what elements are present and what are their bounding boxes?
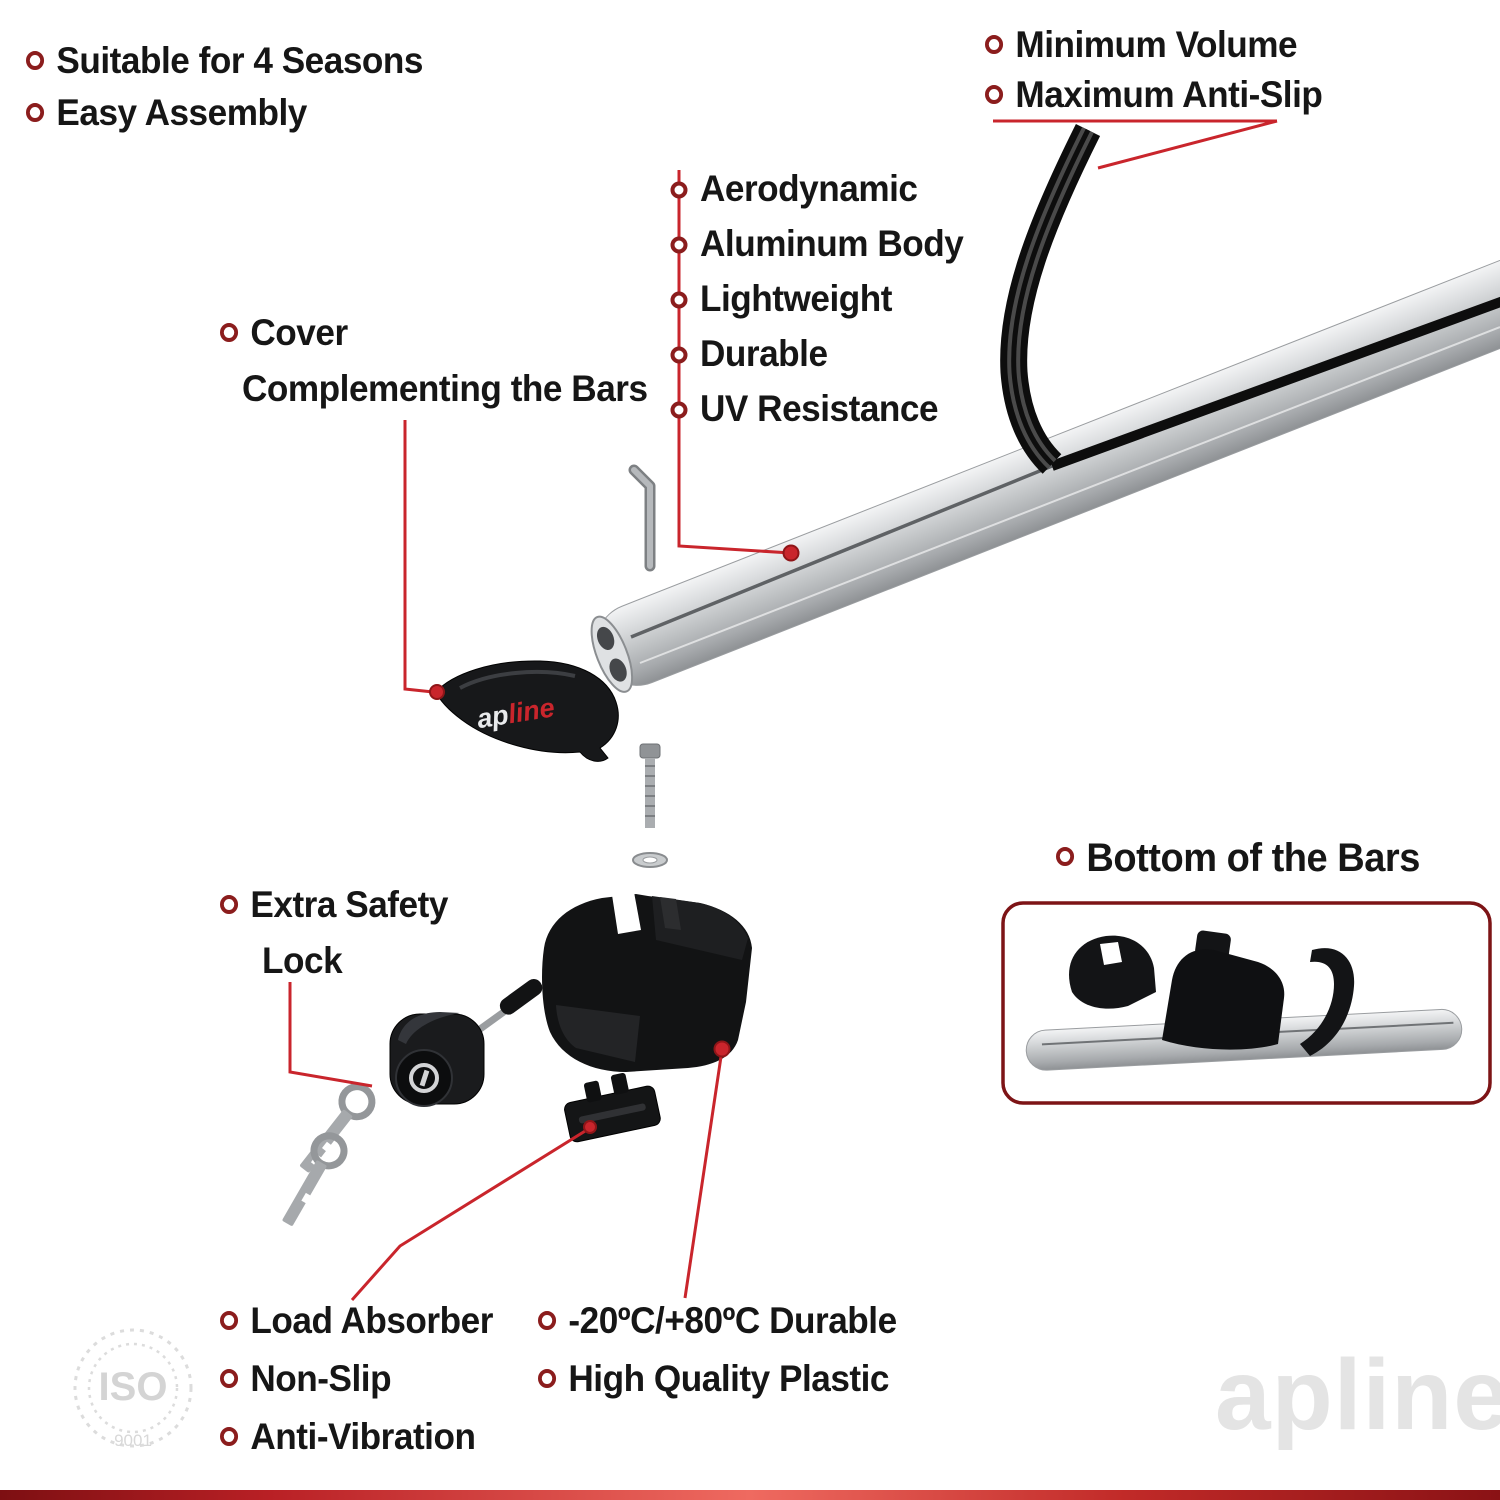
washer: [632, 852, 668, 868]
iso-stamp-watermark: ISO 9001: [73, 1328, 193, 1450]
feature-aluminum-body: Aluminum Body: [700, 223, 964, 265]
iso-label: ISO: [99, 1365, 168, 1409]
bottom-accent-strip: [0, 1490, 1500, 1500]
bullet-icon: [220, 1369, 239, 1388]
callout-text: Easy Assembly: [56, 92, 307, 133]
feature-lightweight: Lightweight: [700, 278, 892, 320]
callout-suitable-4-seasons: Suitable for 4 Seasons: [26, 40, 423, 82]
callout-text: Suitable for 4 Seasons: [56, 40, 423, 81]
leader-dots: [429, 544, 800, 1134]
bolt: [639, 743, 661, 828]
callout-load-absorber: Load Absorber: [220, 1300, 493, 1342]
bar-channel-groove: [630, 464, 1053, 639]
keyhole-icon: [409, 1063, 439, 1093]
rubber-strip: [1000, 123, 1101, 474]
inset-bottom-of-bars: [1001, 901, 1492, 1105]
callout-extra-safety: Extra Safety: [220, 884, 448, 926]
callout-text: Non-Slip: [250, 1358, 392, 1399]
bullet-icon: [538, 1311, 557, 1330]
callout-text: Maximum Anti-Slip: [1015, 74, 1323, 115]
iso-number: 9001: [114, 1431, 152, 1450]
bar-end-cap: [590, 615, 634, 693]
bullet-icon: [985, 35, 1004, 54]
callout-bottom-of-bars: Bottom of the Bars: [1056, 836, 1420, 881]
cover-logo-line: line: [506, 692, 557, 729]
callout-anti-vibration: Anti-Vibration: [220, 1416, 476, 1458]
callout-text: UV Resistance: [700, 388, 939, 429]
callout-text: -20ºC/+80ºC Durable: [568, 1300, 897, 1341]
aluminum-bar: [590, 244, 1500, 693]
cover-logo-ap: ap: [475, 700, 511, 735]
safety-lock: [389, 978, 543, 1107]
callout-high-quality-plastic: High Quality Plastic: [538, 1358, 889, 1400]
keys: [282, 1083, 376, 1226]
allen-key: [628, 464, 656, 572]
bullet-icon: [26, 103, 45, 122]
callout-temperature-durable: -20ºC/+80ºC Durable: [538, 1300, 897, 1342]
bar-cover: apline: [435, 660, 619, 762]
callout-non-slip: Non-Slip: [220, 1358, 392, 1400]
callout-text: High Quality Plastic: [568, 1358, 890, 1399]
callout-text: Cover: [250, 312, 348, 353]
callout-text: Complementing the Bars: [242, 368, 648, 409]
bullet-icon: [1056, 847, 1075, 866]
callout-text: Aluminum Body: [700, 223, 964, 264]
callout-lock: Lock: [262, 940, 343, 982]
callout-text: Load Absorber: [250, 1300, 493, 1341]
cover-logo: apline: [475, 692, 557, 734]
callout-text: Lock: [262, 940, 343, 981]
leader-lines: [288, 119, 1278, 1301]
callout-maximum-anti-slip: Maximum Anti-Slip: [985, 74, 1323, 116]
bullet-icon: [220, 1427, 239, 1446]
callout-text: Aerodynamic: [700, 168, 918, 209]
feature-durable: Durable: [700, 333, 828, 375]
callout-minimum-volume: Minimum Volume: [985, 24, 1298, 66]
callout-cover-subtitle: Complementing the Bars: [242, 368, 648, 410]
callout-text: Extra Safety: [250, 884, 448, 925]
callout-text: Lightweight: [700, 278, 892, 319]
callout-cover: Cover: [220, 312, 348, 354]
bullet-icon: [26, 51, 45, 70]
feature-aerodynamic: Aerodynamic: [700, 168, 918, 210]
brand-watermark: apline: [1215, 1339, 1500, 1451]
callout-text: Bottom of the Bars: [1086, 836, 1420, 880]
clamp-foot: [542, 892, 752, 1072]
bullet-icon: [220, 895, 239, 914]
bullet-icon: [220, 323, 239, 342]
bullet-icon: [220, 1311, 239, 1330]
callout-text: Durable: [700, 333, 828, 374]
load-absorber-pad: [564, 1072, 661, 1143]
feature-uv-resistance: UV Resistance: [700, 388, 939, 430]
callout-easy-assembly: Easy Assembly: [26, 92, 307, 134]
callout-text: Minimum Volume: [1015, 24, 1298, 65]
bullet-icon: [538, 1369, 557, 1388]
bullet-icon: [985, 85, 1004, 104]
feature-line-bullets: [670, 181, 688, 419]
callout-text: Anti-Vibration: [250, 1416, 476, 1457]
bar-channel-filled: [1050, 296, 1500, 471]
